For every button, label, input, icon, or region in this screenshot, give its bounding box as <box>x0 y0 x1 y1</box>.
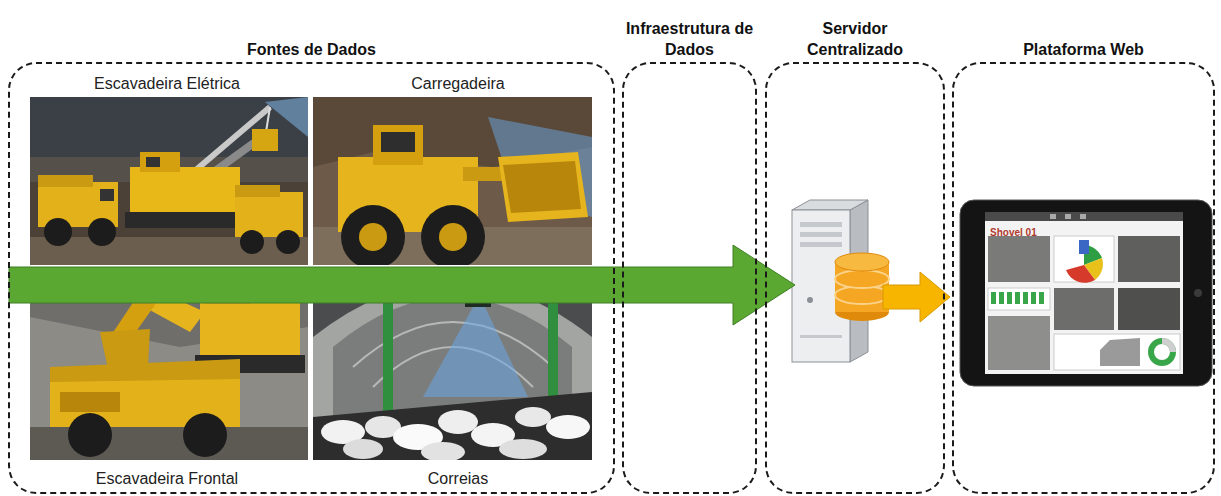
equipment-photo: Carregadeira <box>313 74 603 265</box>
screen-title: Shovel 01 <box>990 227 1037 238</box>
equipment-label: Escavadeira Frontal <box>92 469 242 489</box>
web-platform-region: Plataforma Web <box>952 62 1215 494</box>
tablet-icon <box>960 200 1212 386</box>
equipment-photo: Correias <box>313 267 603 489</box>
flow-arrow <box>9 245 795 325</box>
equipment-label: Escavadeira Elétrica <box>90 74 244 94</box>
loader-photo <box>313 97 592 269</box>
region-heading: Servidor Centralizado <box>795 18 915 60</box>
region-heading: Plataforma Web <box>1023 39 1144 60</box>
label-holder: Shovel 01 <box>990 222 1037 240</box>
equipment-label: Carregadeira <box>407 74 508 94</box>
heading-holder: Servidor Centralizado <box>767 18 943 60</box>
heading-holder: Fontes de Dados <box>10 39 613 60</box>
equipment-photo: Escavadeira Elétrica <box>22 74 312 265</box>
equipment-photo: Escavadeira Frontal <box>22 267 312 489</box>
server-icon <box>792 200 889 362</box>
source-region: Fontes de DadosEscavadeira ElétricaCarre… <box>8 62 615 494</box>
region-heading: Infraestrutura de Dados <box>625 18 755 60</box>
shovel-photo <box>30 97 308 265</box>
heading-holder: Infraestrutura de Dados <box>624 18 755 60</box>
flow-arrow <box>883 272 950 322</box>
infrastructure-region: Infraestrutura de Dados <box>622 62 757 494</box>
heading-holder: Plataforma Web <box>954 39 1213 60</box>
server-region: Servidor Centralizado <box>765 62 945 494</box>
region-heading: Fontes de Dados <box>247 39 376 60</box>
equipment-label: Correias <box>424 469 492 489</box>
